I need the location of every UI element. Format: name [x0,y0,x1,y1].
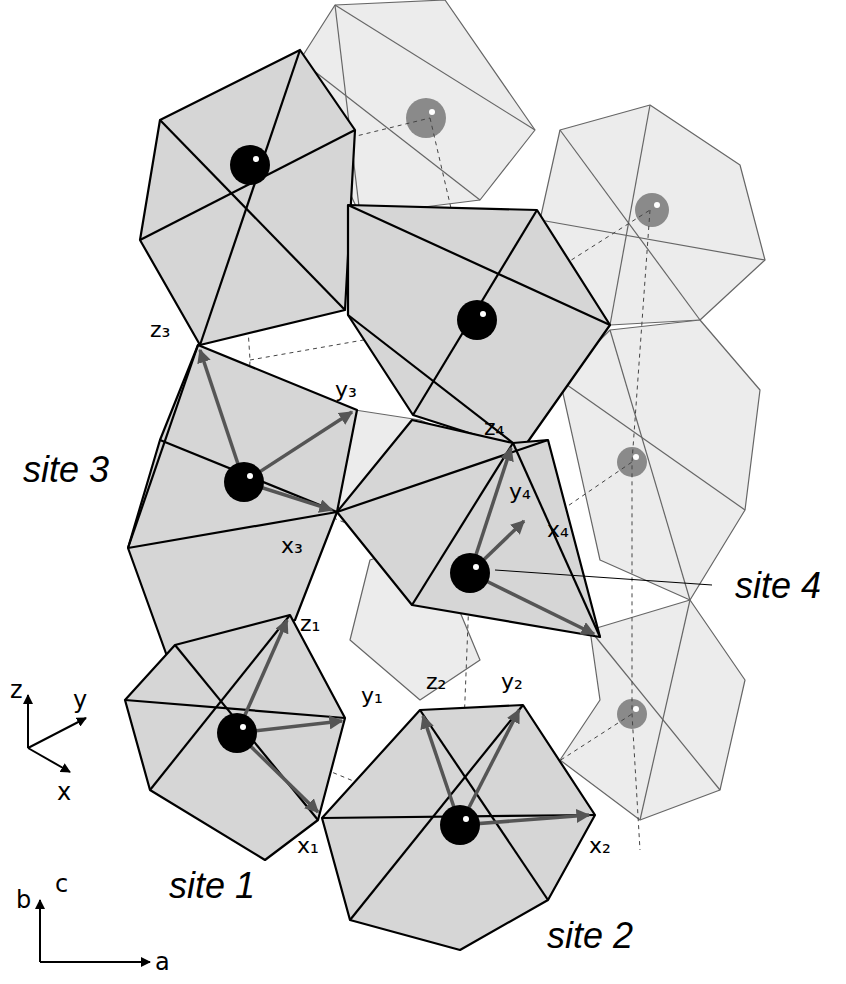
axis-label: x₃ [281,535,303,557]
site-label: site 1 [169,868,255,904]
axis-label: y₂ [501,671,523,693]
axis-label: y₃ [335,379,357,401]
site-label: site 4 [735,568,821,604]
axis-label: z₃ [150,319,170,341]
axis-label: a [155,950,170,974]
axis-label: x₄ [547,519,569,541]
axis-label: y [73,688,87,712]
axis-label: b [16,888,31,912]
site-label: site 2 [547,918,633,954]
axis-label: z [10,678,23,702]
axis-label: x₁ [297,835,319,857]
site-label: site 3 [23,452,109,488]
axis-label: y₄ [509,481,531,503]
axis-label: c [55,872,68,896]
axis-label: x [57,780,71,804]
axis-label: z₁ [300,613,320,635]
axis-label: y₁ [361,685,383,707]
axis-label: z₄ [484,417,504,439]
axis-label: x₂ [589,835,611,857]
axis-label: z₂ [426,671,446,693]
